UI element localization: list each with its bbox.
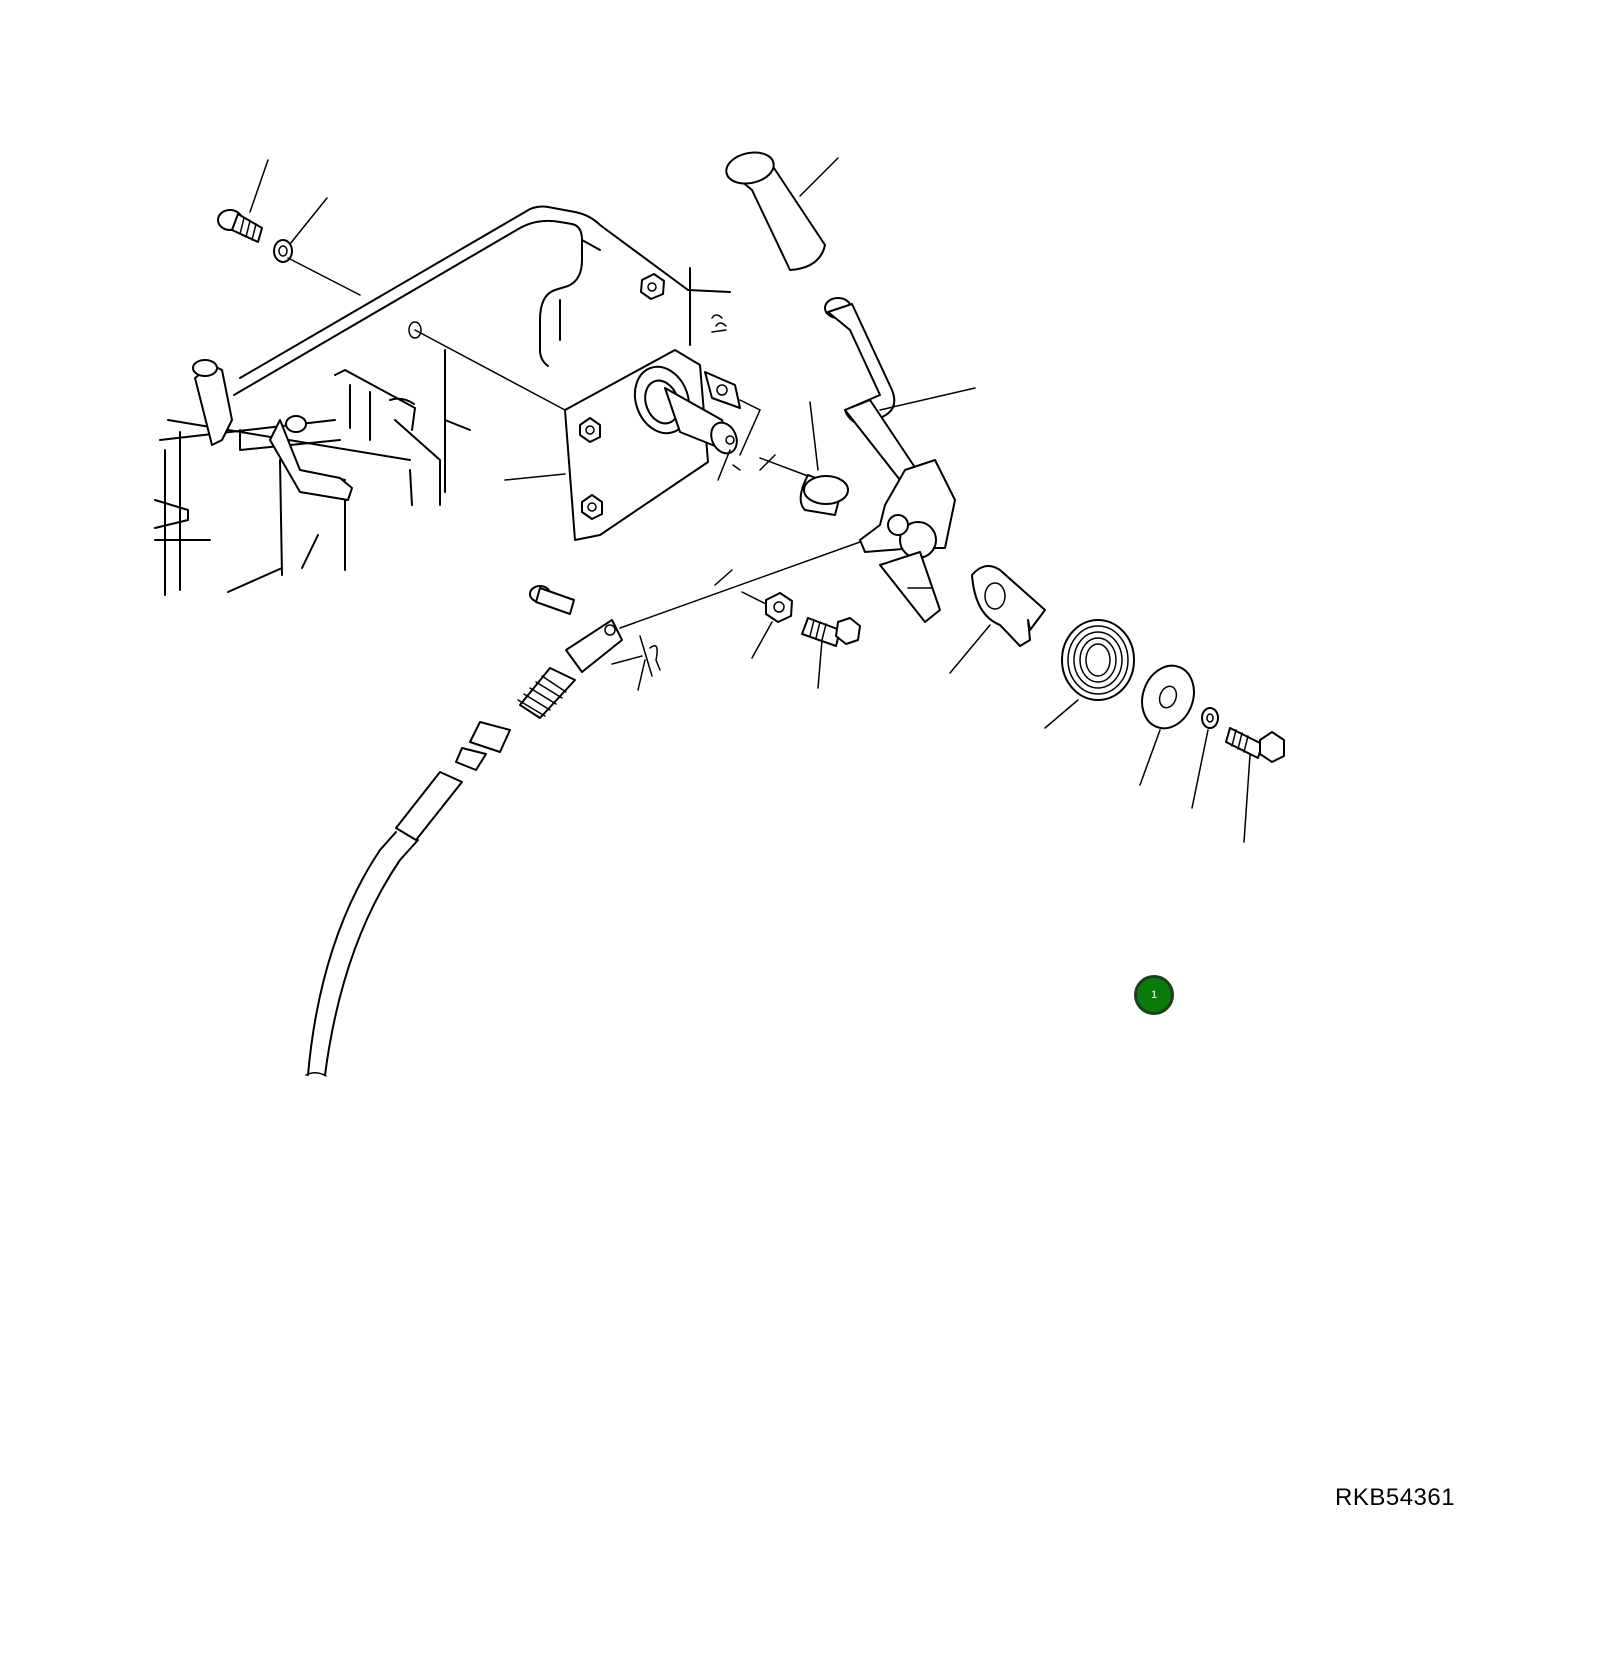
bolt-middle [801, 617, 861, 689]
callout-label: 1 [1150, 989, 1158, 1001]
nut-middle [741, 591, 793, 659]
bracket-plate [414, 329, 776, 541]
bolt-right [1225, 727, 1285, 843]
callout-marker[interactable]: 1 [1134, 975, 1174, 1015]
bushing [759, 401, 849, 516]
bolt-top-left [217, 159, 269, 243]
small-washer [1191, 707, 1219, 809]
lever-plate [949, 565, 1046, 674]
clevis-pin [529, 585, 575, 615]
console-frame [154, 205, 731, 596]
large-washer [1139, 664, 1195, 786]
control-lever [824, 297, 976, 623]
control-cable [305, 541, 861, 1077]
lever-grip [725, 151, 839, 271]
drawing-id: RKB54361 [1335, 1484, 1456, 1511]
leader-line [714, 569, 733, 586]
cotter-pin [637, 645, 661, 691]
washer-top-left [273, 197, 361, 296]
leader-line [717, 449, 731, 481]
torsion-spring [1044, 619, 1135, 729]
